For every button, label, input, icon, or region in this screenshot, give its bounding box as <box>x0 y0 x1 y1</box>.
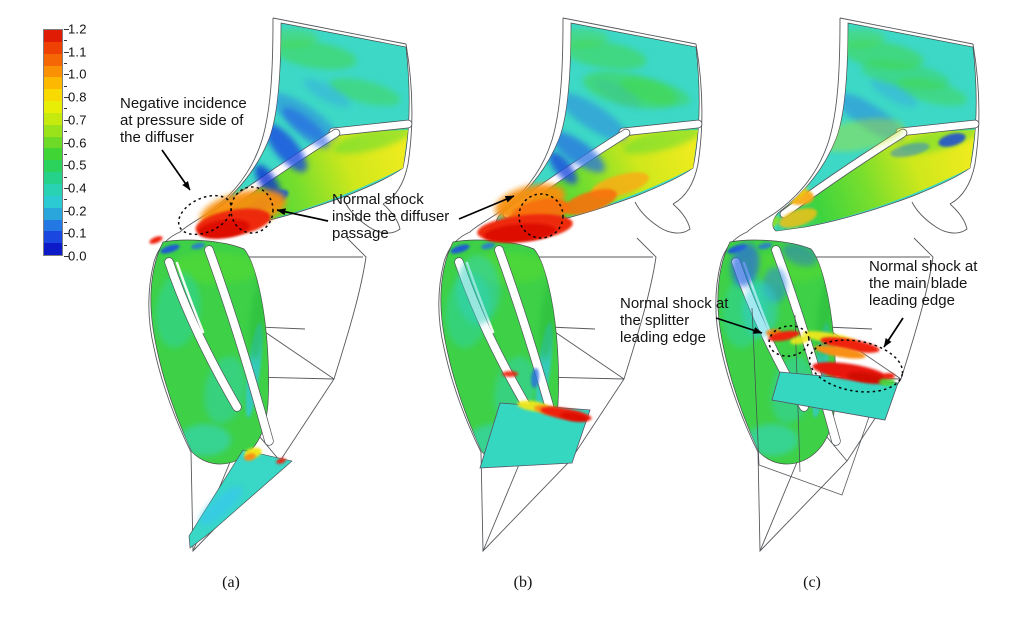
colorbar-label: 0.8 <box>68 89 87 105</box>
colorbar-band <box>44 172 62 184</box>
colorbar-tick <box>64 233 69 235</box>
colorbar-tick <box>64 210 69 212</box>
subfig-label-a: (a) <box>222 574 240 591</box>
colorbar-label: 0.1 <box>68 225 87 241</box>
colorbar-label: 1.0 <box>68 66 87 82</box>
annotation-shock-main-blade: Normal shock at the main blade leading e… <box>869 258 978 309</box>
arrow-shock-splitter <box>715 317 763 334</box>
arrow-shock-diffuser-right <box>458 195 515 220</box>
colorbar-tick <box>64 199 67 201</box>
colorbar-band <box>44 30 62 42</box>
colorbar-label: 1.1 <box>68 44 87 60</box>
highlight-ellipses <box>177 186 904 393</box>
shock-blob-b <box>477 183 573 243</box>
highlight-ellipse-shock-b <box>518 193 564 239</box>
colorbar-band <box>44 231 62 244</box>
colorbar-label: 0.6 <box>68 135 87 150</box>
colorbar-tick <box>64 165 69 167</box>
colorbar-tick <box>64 176 67 178</box>
colorbar-tick <box>64 221 67 223</box>
colorbar-band <box>44 207 62 220</box>
highlight-ellipse-splitter-c <box>768 325 810 357</box>
colorbar-band <box>44 148 62 161</box>
colorbar-band <box>44 77 62 90</box>
highlight-ellipse-negative-incidence <box>177 194 233 236</box>
colorbar-tick <box>64 256 69 257</box>
colorbar-tick <box>64 244 67 246</box>
colorbar-band <box>44 243 62 256</box>
flow-decals-a <box>149 107 330 244</box>
annotation-shock-diffuser: Normal shock inside the diffuser passage <box>332 191 450 242</box>
colorbar-band <box>44 65 62 78</box>
colorbar-tick <box>64 131 67 133</box>
arrow-shock-main-blade <box>883 317 904 348</box>
colorbar-band <box>44 160 62 173</box>
colorbar-label: 0.4 <box>68 180 87 196</box>
colorbar-band <box>44 53 62 66</box>
subfigure-a-graphic <box>148 18 413 551</box>
annotation-shock-splitter: Normal shock at the splitter leading edg… <box>620 295 729 346</box>
arrow-negative-incidence <box>161 149 191 191</box>
colorbar-tick <box>64 40 67 42</box>
colorbar-gradient <box>43 29 63 256</box>
colorbar-band <box>44 124 62 137</box>
inducer-shock-b <box>502 368 592 422</box>
highlight-ellipse-shock-a <box>230 186 274 234</box>
colorbar-tick <box>64 85 67 87</box>
colorbar-tick <box>64 97 69 99</box>
flow-decals-b <box>456 71 678 469</box>
annotation-arrows <box>161 149 904 348</box>
colorbar-label: 1.2 <box>68 21 87 37</box>
colorbar-band <box>44 112 62 125</box>
colorbar-band <box>44 136 62 149</box>
colorbar-tick <box>64 187 69 189</box>
colorbar-tick <box>64 74 69 76</box>
colorbar-tick <box>64 108 67 110</box>
highlight-ellipse-main-blade-c <box>808 339 904 393</box>
colorbar-tick <box>64 29 69 30</box>
colorbar-band <box>44 101 62 113</box>
colorbar-band <box>44 89 62 102</box>
colorbar-label: 0.2 <box>68 203 87 219</box>
colorbar-tick <box>64 63 67 65</box>
colorbar-tick <box>64 119 69 121</box>
annotation-negative-incidence: Negative incidence at pressure side of t… <box>120 95 247 146</box>
colorbar-tick <box>64 142 69 144</box>
shock-blob-a <box>195 189 286 239</box>
subfig-label-b: (b) <box>513 574 533 591</box>
colorbar-band <box>44 219 62 232</box>
colorbar-label: 0.7 <box>68 112 87 128</box>
colorbar-band <box>44 195 62 208</box>
subfig-label-c: (c) <box>803 574 821 591</box>
arrow-shock-diffuser-left <box>276 208 329 222</box>
colorbar-tick <box>64 153 67 155</box>
splitter-shock-c <box>766 329 810 345</box>
colorbar-label: 0.5 <box>68 157 87 173</box>
colorbar-label: 0.0 <box>68 248 87 264</box>
subfigure-b-graphic <box>439 18 703 551</box>
colorbar-band <box>44 183 62 196</box>
colorbar-band <box>44 41 62 54</box>
colorbar-tick <box>64 51 69 53</box>
